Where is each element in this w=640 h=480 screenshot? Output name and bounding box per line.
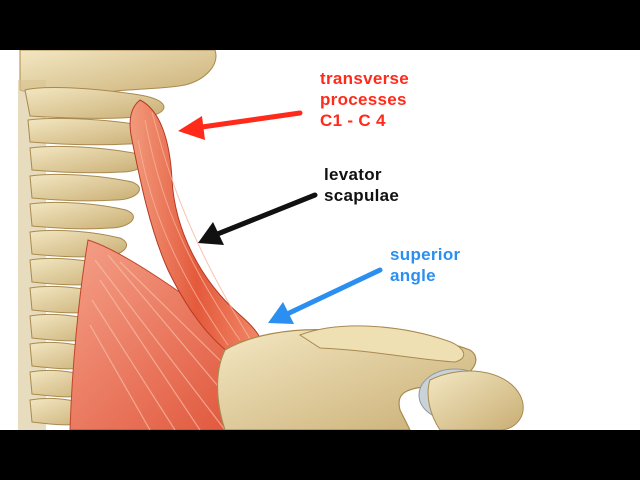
- arrow-blue: [268, 267, 383, 324]
- label-line: scapulae: [324, 186, 400, 205]
- arrow-red: [178, 110, 303, 140]
- label-line: transverse: [320, 69, 410, 88]
- label-line: superior: [390, 245, 461, 264]
- label-superior-angle: superior angle: [390, 244, 460, 286]
- arrow-black: [198, 192, 318, 245]
- label-line: C1 - C 4: [320, 111, 386, 130]
- label-levator-scapulae: levator scapulae: [324, 164, 399, 206]
- shoulder-bones: [216, 325, 524, 430]
- anatomy-illustration: transverse processes C1 - C 4 levator sc…: [0, 50, 640, 430]
- label-line: processes: [320, 90, 407, 109]
- label-line: levator: [324, 165, 382, 184]
- label-line: angle: [390, 266, 436, 285]
- label-transverse-processes: transverse processes C1 - C 4: [320, 68, 409, 131]
- cervical-spine: [18, 80, 165, 430]
- neck-shoulder-anatomy-drawing: [18, 50, 524, 430]
